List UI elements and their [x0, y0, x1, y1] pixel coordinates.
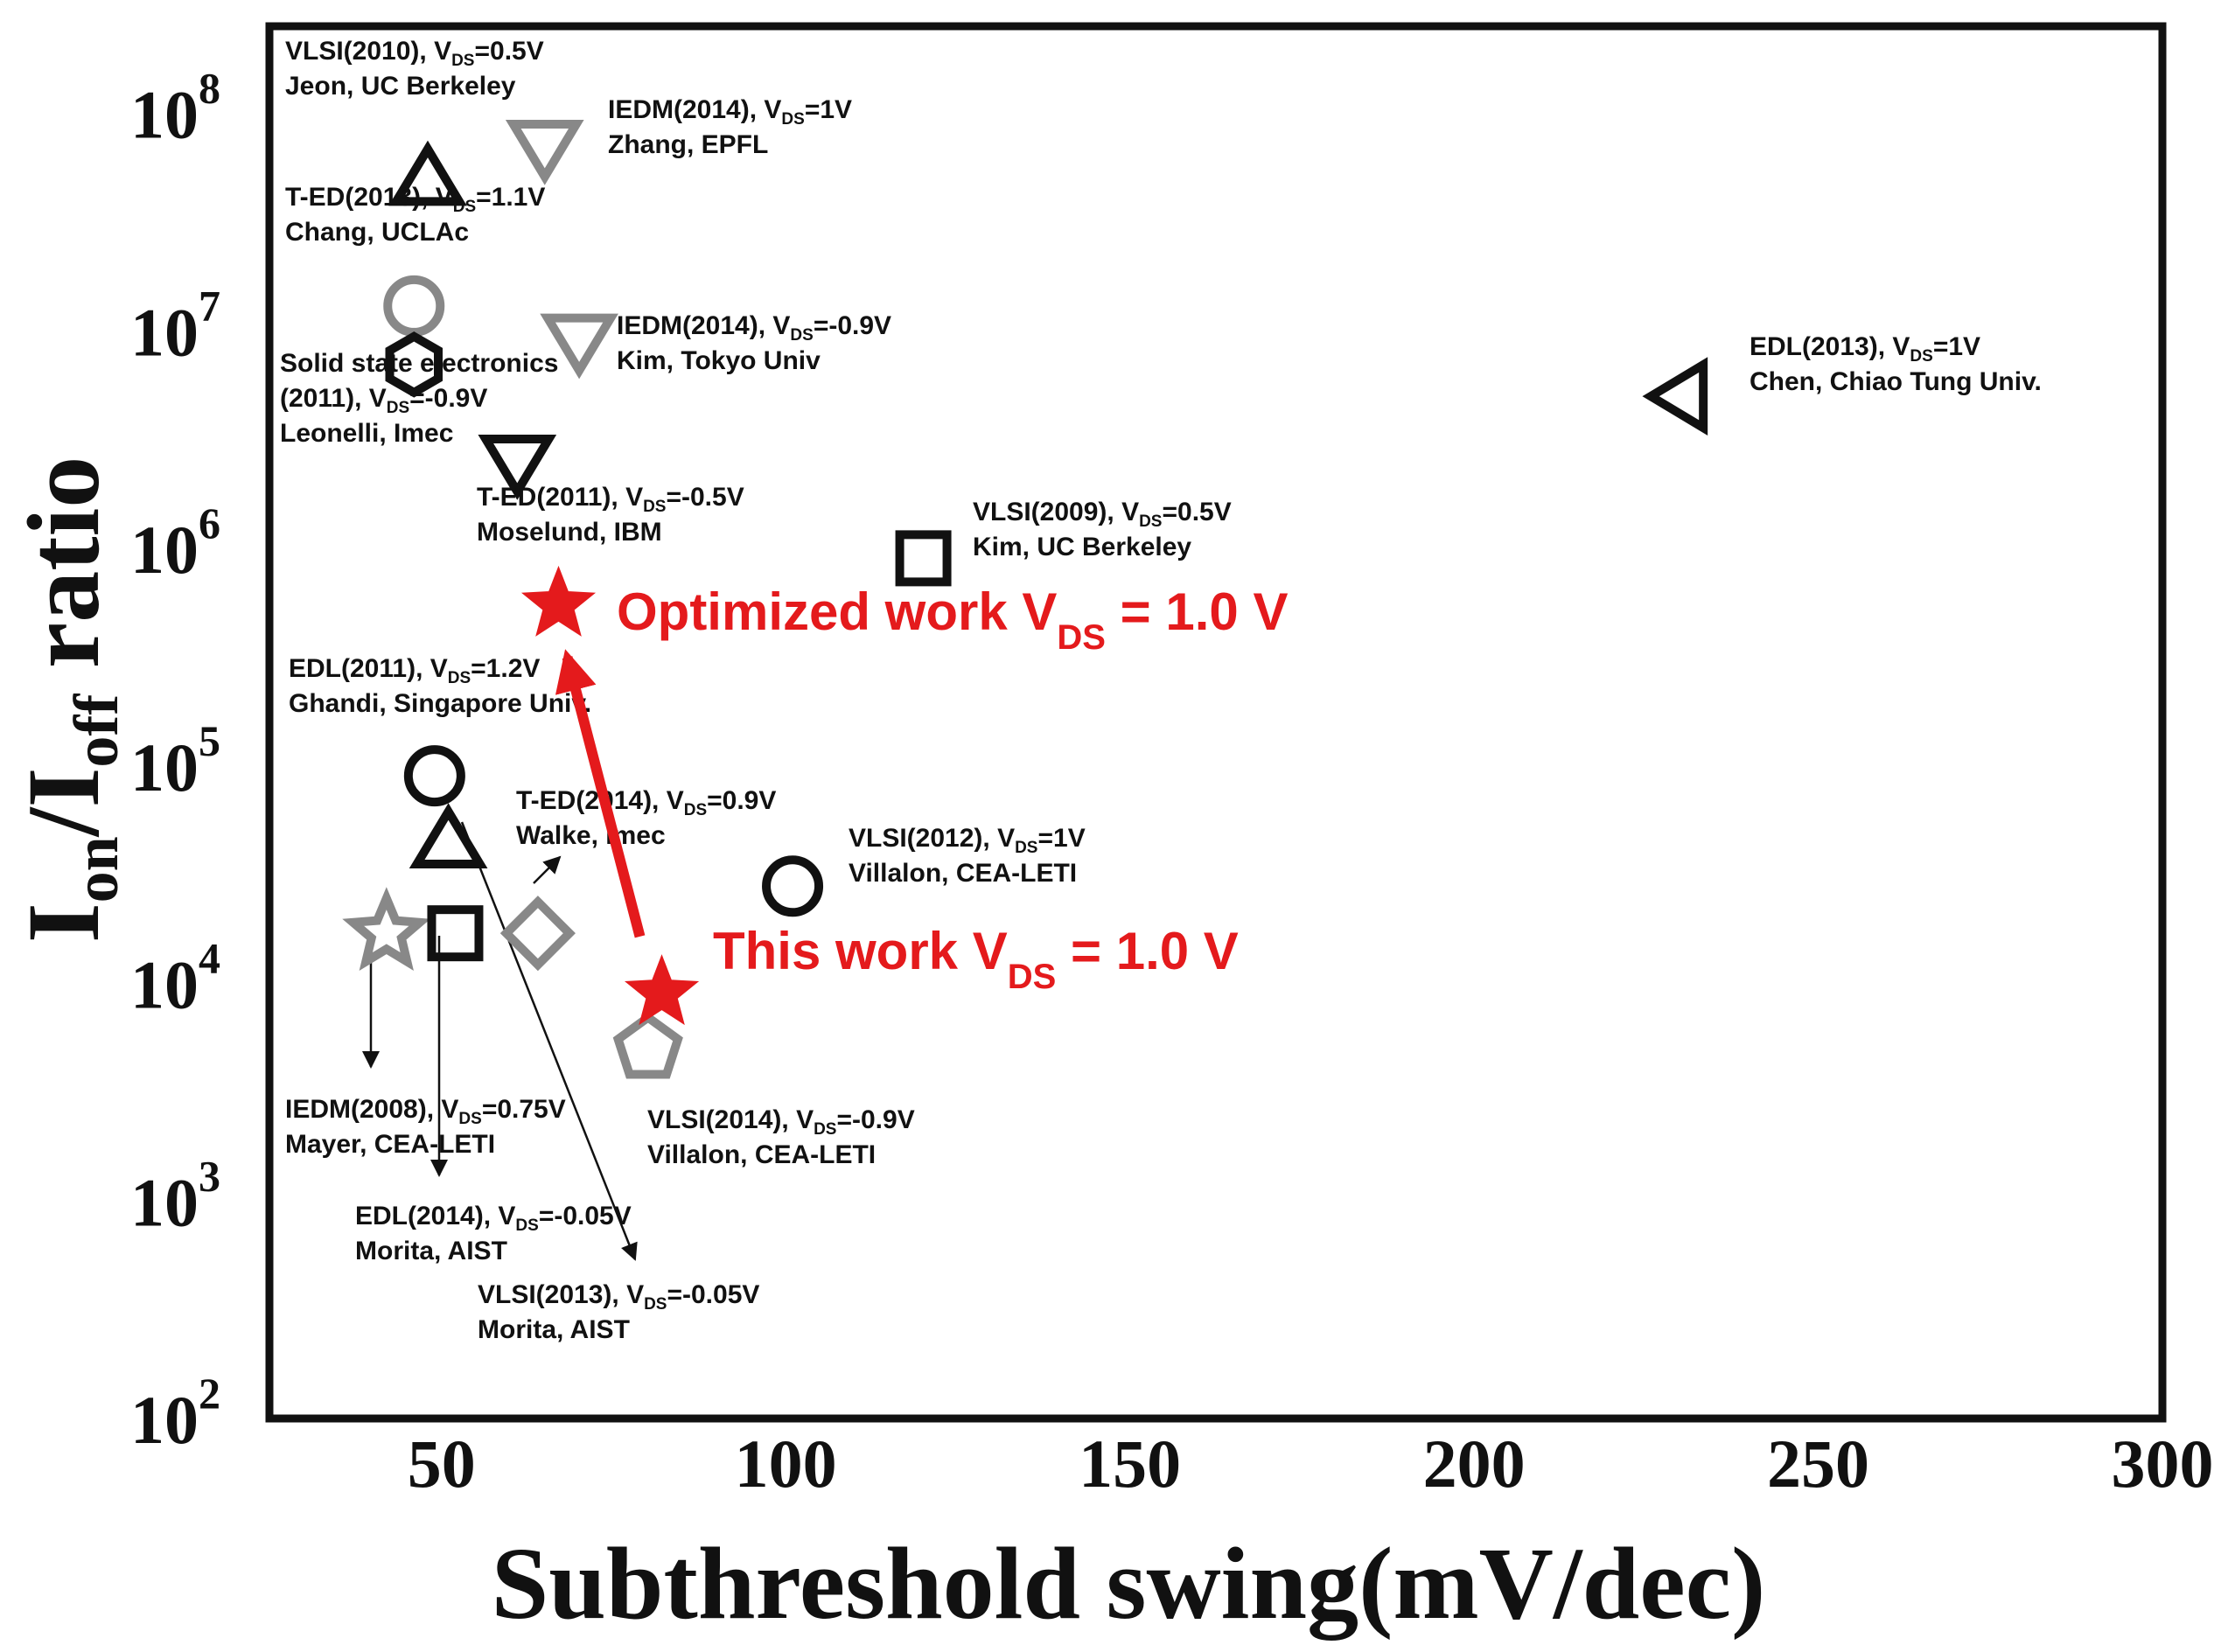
leader-line-ted2014: [533, 855, 562, 884]
optimized-work-label: Optimized work VDS = 1.0 V: [617, 582, 1288, 657]
x-tick-label-4: 250: [1767, 1425, 1869, 1502]
marker-edl2013: [1642, 357, 1708, 436]
leader-line-vlsi2013: [460, 821, 638, 1261]
x-axis-label: Subthreshold swing(mV/dec): [492, 1526, 1766, 1641]
label-sse2011: Solid state electronics(2011), VDS=-0.9V…: [280, 349, 558, 448]
marker-iedm2014kim: [540, 313, 618, 380]
leader-lines: [362, 821, 638, 1261]
marker-vlsi2013: [499, 896, 576, 972]
this-work-star: [624, 954, 700, 1026]
data-markers: [342, 120, 1708, 1079]
this-work-label: This work VDS = 1.0 V: [713, 922, 1239, 996]
x-tick-label-5: 300: [2112, 1425, 2214, 1502]
marker-sse2011: [385, 331, 443, 398]
marker-vlsi2012: [762, 855, 824, 917]
marker-iedm2014zhang: [505, 120, 584, 185]
svg-text:Ion/Ioff ratio: Ion/Ioff ratio: [6, 457, 131, 944]
highlight-work: Optimized work VDS = 1.0 V This work VDS …: [520, 565, 1288, 1026]
x-tick-label-2: 150: [1079, 1425, 1181, 1502]
marker-ted2014: [409, 803, 488, 869]
x-axis-ticks: 50 100 150 200 250 300: [408, 1425, 2214, 1502]
marker-iedm2008: [342, 887, 431, 972]
optimization-arrow: [555, 649, 646, 938]
y-axis-label: Ion/Ioff ratio: [6, 457, 131, 944]
y-tick-label-0: 102: [130, 1369, 220, 1458]
y-tick-label-1: 103: [130, 1151, 220, 1240]
y-tick-label-6: 108: [130, 64, 220, 153]
marker-edl2011: [403, 745, 465, 807]
y-axis-ticks: 102 103 104 105 106 107 108: [130, 64, 220, 1459]
x-tick-label-1: 100: [735, 1425, 837, 1502]
x-tick-label-0: 50: [408, 1425, 476, 1502]
y-tick-label-4: 106: [130, 498, 220, 588]
y-tick-label-3: 105: [130, 716, 220, 805]
x-tick-label-3: 200: [1423, 1425, 1526, 1502]
marker-vlsi2010: [388, 140, 467, 206]
marker-ted2011: [478, 435, 557, 500]
marker-edl2014: [427, 905, 484, 962]
y-tick-label-2: 104: [130, 934, 220, 1023]
optimized-work-star: [520, 565, 597, 637]
marker-vlsi2014: [612, 1012, 683, 1079]
marker-vlsi2009: [895, 530, 952, 587]
y-tick-label-5: 107: [130, 281, 220, 370]
